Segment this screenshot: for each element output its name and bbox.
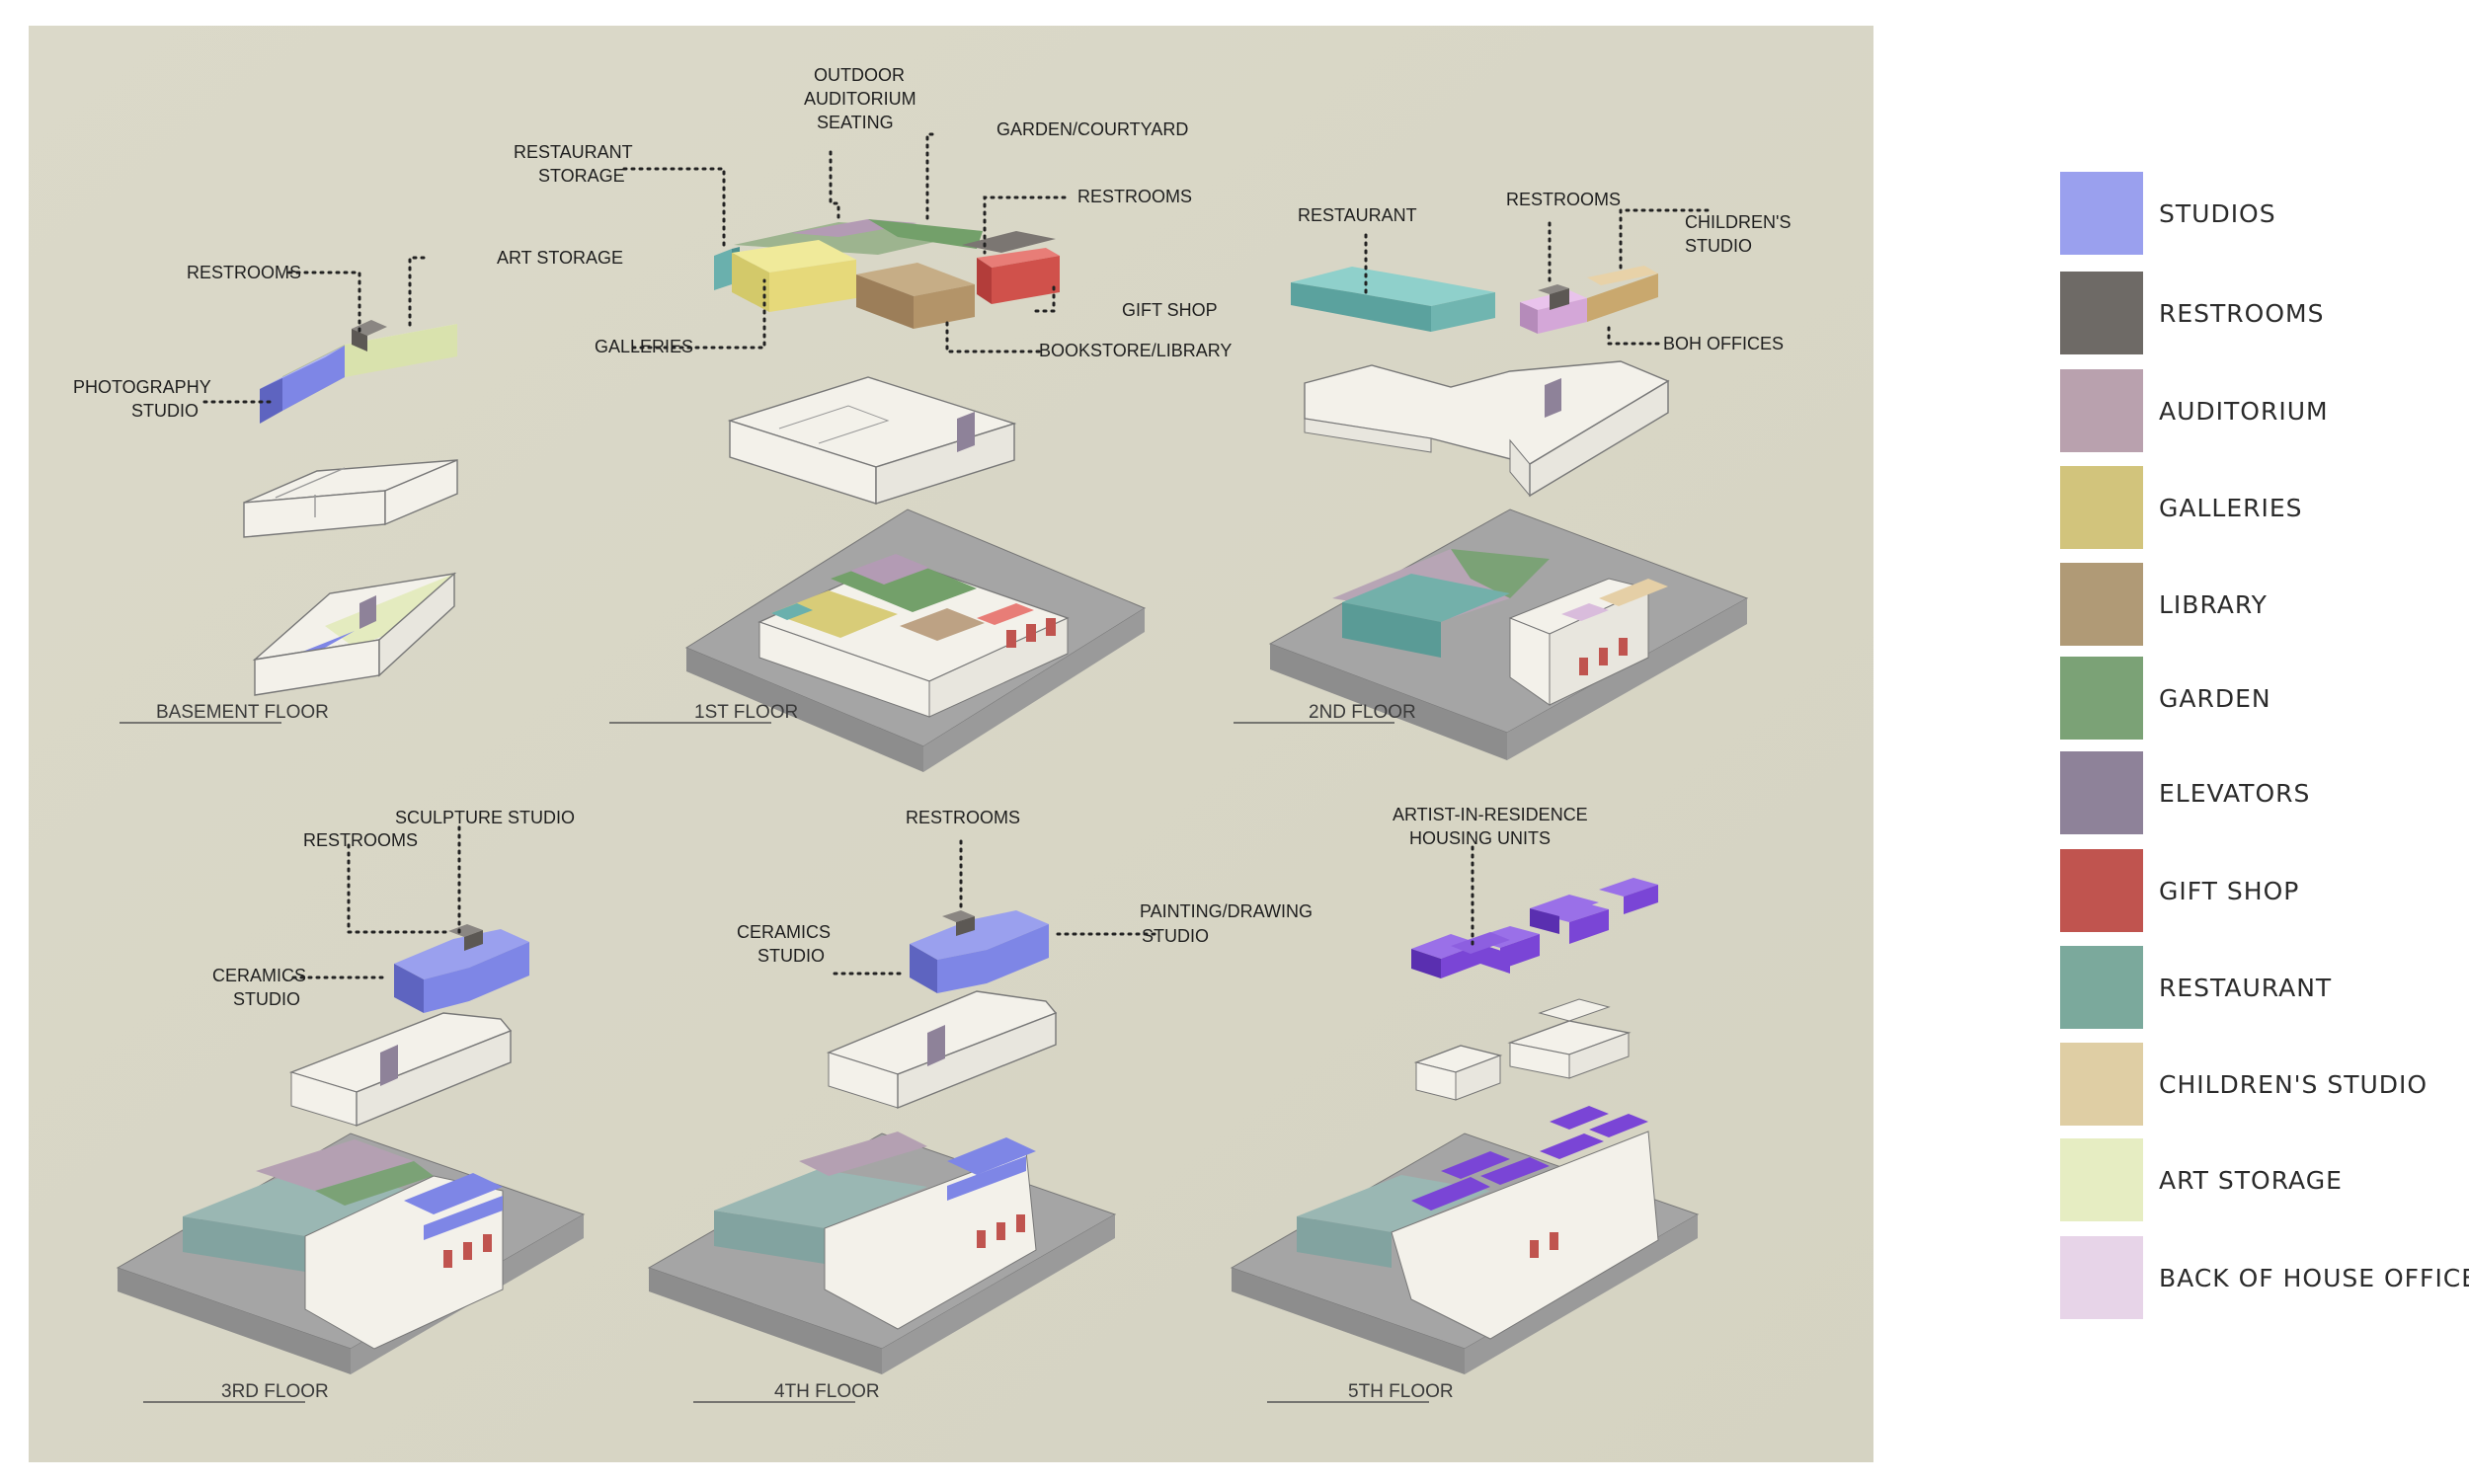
legend-item: AUDITORIUM bbox=[2060, 369, 2455, 452]
callout-label: RESTROOMS bbox=[303, 830, 418, 850]
first-floor-group: OUTDOOR AUDITORIUM SEATING GARDEN/COURTY… bbox=[514, 65, 1232, 772]
callout-label: BOOKSTORE/LIBRARY bbox=[1039, 341, 1232, 360]
first-floor-program-blocks bbox=[714, 219, 1060, 329]
second-floor-shell bbox=[1304, 360, 1670, 498]
housing-units bbox=[1411, 878, 1658, 978]
legend-label: RESTAURANT bbox=[2159, 974, 2333, 1002]
second-floor-group: RESTAURANT RESTROOMS CHILDREN'S STUDIO B… bbox=[1234, 190, 1791, 760]
legend-swatch bbox=[2060, 563, 2143, 646]
callout-label: CHILDREN'S bbox=[1685, 212, 1791, 232]
legend-item: RESTAURANT bbox=[2060, 946, 2455, 1029]
basement-program-blocks bbox=[260, 320, 457, 424]
diagram-board: RESTROOMS ART STORAGE PHOTOGRAPHY STUDIO… bbox=[29, 26, 1873, 1462]
floor-label: BASEMENT FLOOR bbox=[156, 702, 329, 723]
first-floor-building bbox=[684, 508, 1147, 772]
legend-item: GARDEN bbox=[2060, 657, 2455, 740]
legend-label: RESTROOMS bbox=[2159, 299, 2325, 328]
legend-item: ELEVATORS bbox=[2060, 751, 2455, 834]
callout-label: STORAGE bbox=[538, 166, 625, 186]
fifth-floor-building bbox=[1230, 1106, 1700, 1374]
legend-item: GALLERIES bbox=[2060, 466, 2455, 549]
second-floor-building bbox=[1268, 508, 1749, 760]
callout-label: STUDIO bbox=[1685, 236, 1752, 256]
callout-label: RESTROOMS bbox=[187, 263, 301, 282]
fifth-floor-group: ARTIST-IN-RESIDENCE HOUSING UNITS 5TH FL… bbox=[1230, 805, 1700, 1403]
second-floor-program-blocks bbox=[1291, 266, 1658, 334]
legend-swatch bbox=[2060, 466, 2143, 549]
legend-item: GIFT SHOP bbox=[2060, 849, 2455, 932]
callout-label: GARDEN/COURTYARD bbox=[996, 119, 1188, 139]
legend-item: LIBRARY bbox=[2060, 563, 2455, 646]
legend-item: CHILDREN'S STUDIO bbox=[2060, 1043, 2455, 1126]
fifth-floor-shell bbox=[1413, 998, 1632, 1101]
callout-label: RESTROOMS bbox=[1506, 190, 1621, 209]
floor-label: 1ST FLOOR bbox=[694, 702, 798, 723]
callout-label: BOH OFFICES bbox=[1663, 334, 1784, 353]
fourth-floor-building bbox=[647, 1132, 1117, 1374]
legend-swatch bbox=[2060, 849, 2143, 932]
floor-label: 2ND FLOOR bbox=[1309, 702, 1416, 723]
callout-label: RESTAURANT bbox=[514, 142, 633, 162]
legend-label: STUDIOS bbox=[2159, 199, 2276, 228]
legend-swatch bbox=[2060, 1236, 2143, 1319]
legend-swatch bbox=[2060, 946, 2143, 1029]
callout-label: ART STORAGE bbox=[497, 248, 623, 268]
legend-item: RESTROOMS bbox=[2060, 272, 2455, 354]
callout-label: AUDITORIUM bbox=[804, 89, 916, 109]
legend-swatch bbox=[2060, 1138, 2143, 1221]
third-floor-program-blocks bbox=[394, 924, 529, 1013]
third-floor-shell bbox=[288, 1012, 513, 1128]
callout-label: STUDIO bbox=[1142, 926, 1209, 946]
callout-label: GALLERIES bbox=[595, 337, 693, 356]
callout-label: SEATING bbox=[817, 113, 894, 132]
legend-item: BACK OF HOUSE OFFICES bbox=[2060, 1236, 2469, 1319]
legend-swatch bbox=[2060, 1043, 2143, 1126]
callout-label: CERAMICS bbox=[212, 966, 306, 985]
fourth-floor-shell bbox=[826, 990, 1058, 1110]
legend-label: BACK OF HOUSE OFFICES bbox=[2159, 1264, 2469, 1292]
callout-label: HOUSING UNITS bbox=[1409, 828, 1551, 848]
legend-swatch bbox=[2060, 172, 2143, 255]
legend-label: GARDEN bbox=[2159, 684, 2271, 713]
legend-label: LIBRARY bbox=[2159, 590, 2268, 619]
callout-label: RESTAURANT bbox=[1298, 205, 1417, 225]
legend-label: AUDITORIUM bbox=[2159, 397, 2329, 426]
floor-label: 5TH FLOOR bbox=[1348, 1381, 1454, 1402]
fourth-floor-program-blocks bbox=[910, 910, 1049, 993]
callout-label: OUTDOOR bbox=[814, 65, 905, 85]
callout-label: RESTROOMS bbox=[1077, 187, 1192, 206]
callout-label: STUDIO bbox=[757, 946, 825, 966]
callout-label: RESTROOMS bbox=[906, 808, 1020, 827]
callout-label: STUDIO bbox=[131, 401, 199, 421]
callout-label: GIFT SHOP bbox=[1122, 300, 1218, 320]
basement-shell-lower bbox=[252, 572, 457, 696]
legend-label: GIFT SHOP bbox=[2159, 877, 2300, 905]
legend-label: CHILDREN'S STUDIO bbox=[2159, 1070, 2429, 1099]
callout-label: CERAMICS bbox=[737, 922, 831, 942]
first-floor-shell bbox=[727, 376, 1017, 505]
legend-label: ELEVATORS bbox=[2159, 779, 2311, 808]
callout-label: SCULPTURE STUDIO bbox=[395, 808, 575, 827]
legend-swatch bbox=[2060, 657, 2143, 740]
callout-label: ARTIST-IN-RESIDENCE bbox=[1393, 805, 1588, 824]
third-floor-group: SCULPTURE STUDIO RESTROOMS CERAMICS STUD… bbox=[116, 808, 586, 1403]
legend-item: STUDIOS bbox=[2060, 172, 2455, 255]
third-floor-building bbox=[116, 1133, 586, 1374]
axonometric-diagram: RESTROOMS ART STORAGE PHOTOGRAPHY STUDIO… bbox=[29, 26, 1873, 1462]
legend-label: ART STORAGE bbox=[2159, 1166, 2343, 1195]
fourth-floor-group: RESTROOMS CERAMICS STUDIO PAINTING/DRAWI… bbox=[647, 808, 1313, 1403]
legend-swatch bbox=[2060, 369, 2143, 452]
legend-swatch bbox=[2060, 751, 2143, 834]
callout-label: STUDIO bbox=[233, 989, 300, 1009]
basement-floor-group: RESTROOMS ART STORAGE PHOTOGRAPHY STUDIO… bbox=[73, 248, 623, 724]
basement-shell-upper bbox=[243, 458, 458, 538]
callout-label: PAINTING/DRAWING bbox=[1140, 901, 1313, 921]
legend-label: GALLERIES bbox=[2159, 494, 2303, 522]
legend-item: ART STORAGE bbox=[2060, 1138, 2455, 1221]
floor-label: 3RD FLOOR bbox=[221, 1381, 329, 1402]
legend-swatch bbox=[2060, 272, 2143, 354]
callout-label: PHOTOGRAPHY bbox=[73, 377, 211, 397]
floor-label: 4TH FLOOR bbox=[774, 1381, 880, 1402]
